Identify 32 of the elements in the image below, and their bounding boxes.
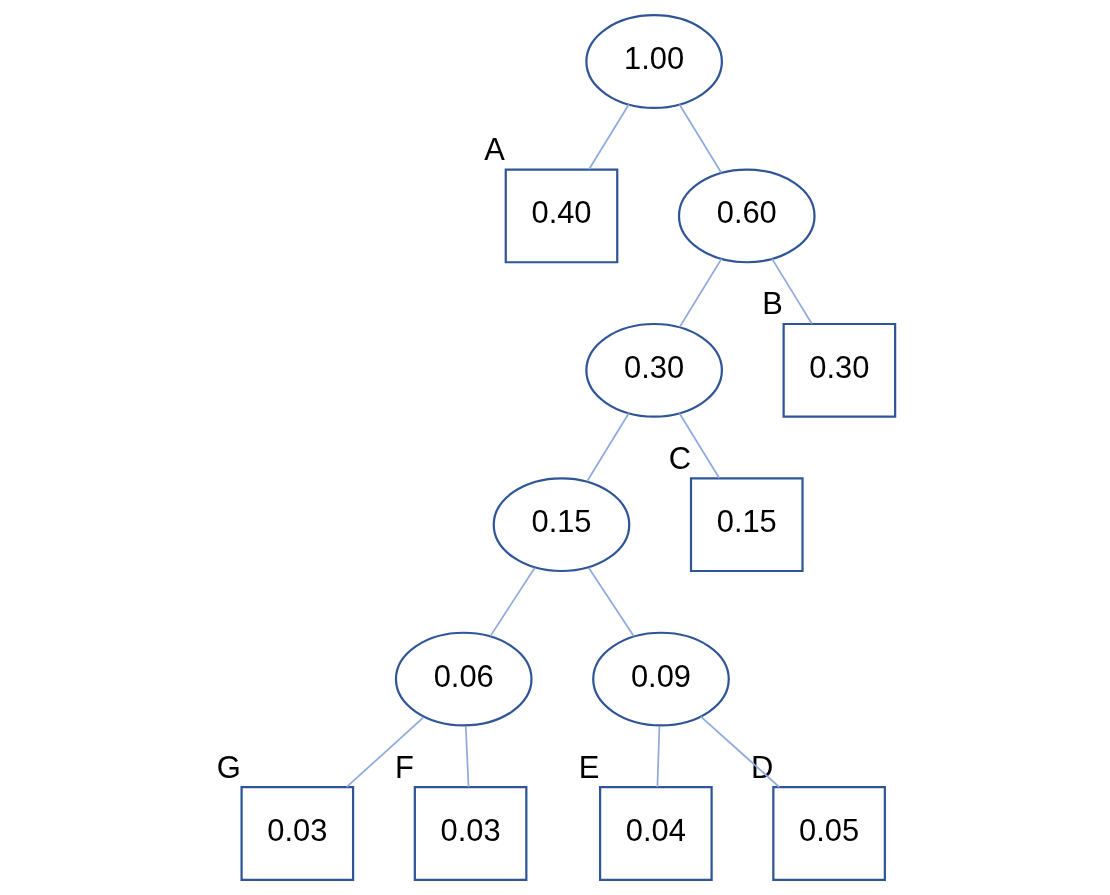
connector — [678, 103, 722, 174]
node-box: 0.30 — [782, 322, 896, 418]
node-label: C — [668, 440, 691, 476]
connector — [678, 412, 720, 479]
connector — [345, 716, 424, 788]
connector — [489, 566, 536, 637]
node-box: 0.03 — [239, 786, 354, 881]
node-box: 0.40 — [504, 168, 618, 264]
connector — [656, 725, 660, 788]
node-label: F — [394, 749, 414, 785]
connector — [587, 103, 630, 171]
node-ellipse: 0.06 — [394, 631, 533, 727]
node-label: E — [578, 749, 599, 785]
node-ellipse: 0.30 — [584, 322, 723, 418]
node-ellipse: 0.60 — [677, 168, 816, 264]
node-ellipse: 0.15 — [492, 477, 630, 573]
node-ellipse: 0.09 — [591, 631, 730, 727]
node-box: 0.04 — [598, 786, 713, 881]
node-box: 0.05 — [771, 786, 886, 881]
node-label: B — [761, 286, 783, 322]
connector — [678, 258, 722, 328]
connector — [464, 725, 469, 788]
connector — [770, 258, 813, 325]
node-label: A — [483, 132, 505, 168]
connector — [699, 715, 780, 788]
node-box: 0.15 — [689, 477, 804, 573]
node-box: 0.03 — [413, 786, 527, 881]
connector — [585, 412, 630, 483]
node-ellipse: 1.00 — [584, 14, 723, 109]
node-label: D — [750, 749, 773, 785]
connector — [587, 566, 635, 637]
node-label: G — [216, 749, 241, 785]
